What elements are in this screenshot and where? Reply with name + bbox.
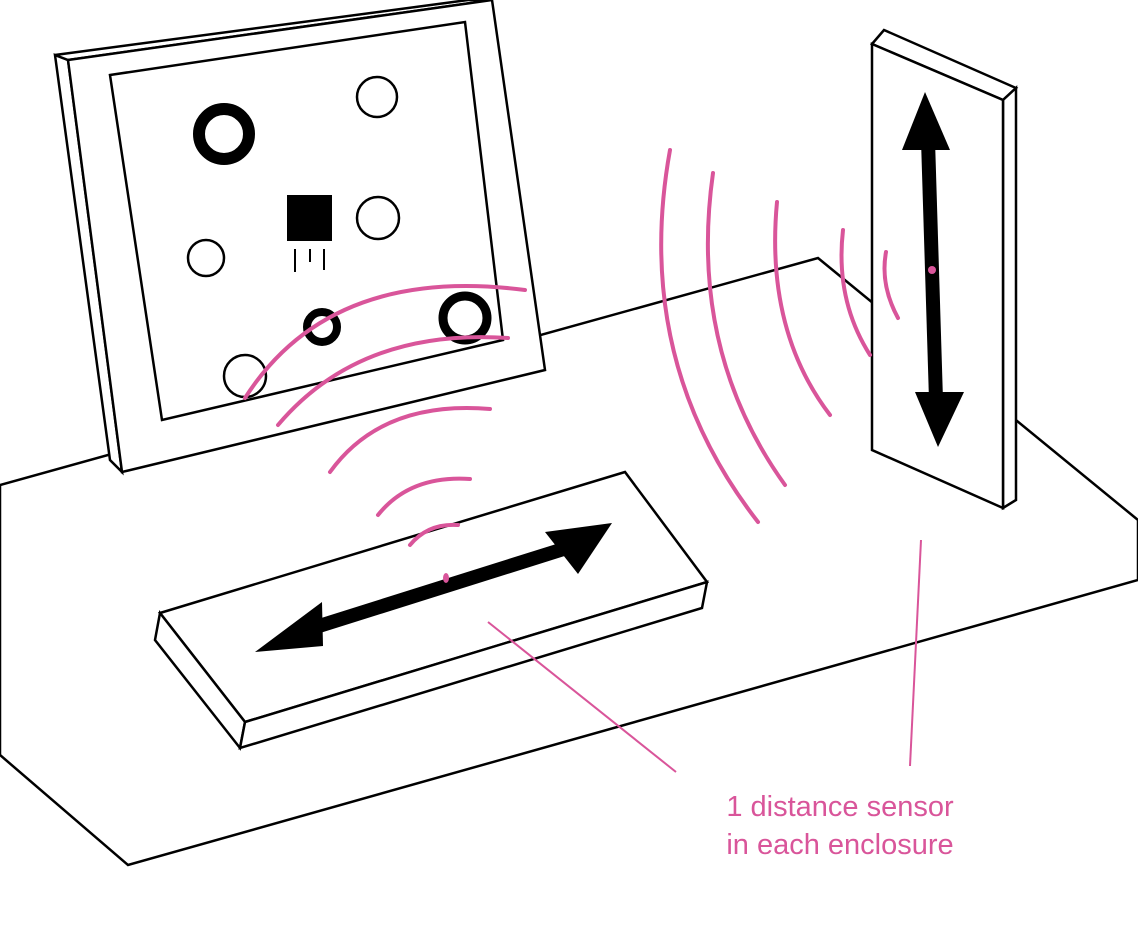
horizontal-sensor-enclosure (153, 470, 710, 751)
small-circle (355, 195, 401, 241)
callout-label: 1 distance sensor in each enclosure (700, 788, 980, 864)
transistor-icon (287, 195, 332, 272)
large-ring (193, 103, 255, 165)
small-circle (355, 75, 399, 119)
panel-components (186, 75, 492, 399)
vertical-sensor-waves (659, 148, 900, 524)
small-circle (186, 238, 226, 278)
caption-line-1: 1 distance sensor (726, 791, 954, 823)
double-headed-arrow-icon (255, 523, 612, 652)
sensor-point (928, 266, 936, 274)
horizontal-sensor-waves (243, 284, 527, 547)
medium-ring (438, 291, 492, 345)
callout-leaders (487, 539, 922, 773)
small-ring (303, 308, 341, 346)
caption-line-2: in each enclosure (726, 829, 954, 861)
vertical-sensor-enclosure (869, 28, 1019, 511)
sensor-point (443, 573, 449, 583)
